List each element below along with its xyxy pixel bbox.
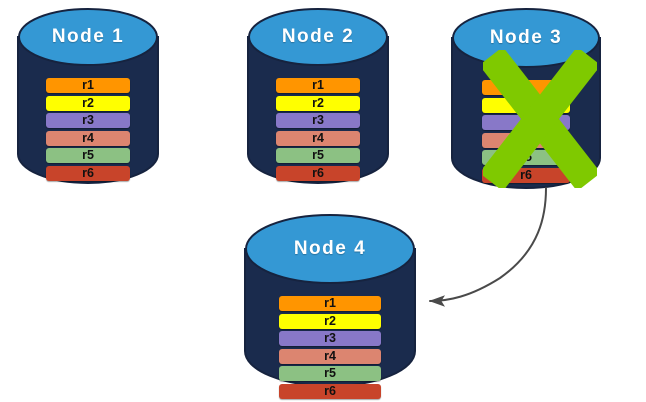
row-label: r4 [312, 130, 324, 145]
row-label: r4 [82, 130, 94, 145]
row-label: r3 [324, 331, 336, 346]
row-label: r1 [312, 78, 324, 93]
row-label: r2 [324, 313, 336, 328]
row-label: r2 [312, 95, 324, 110]
row-bar-r2[interactable]: r2 [46, 95, 130, 111]
row-label: r4 [324, 348, 336, 363]
row-bar-r2[interactable]: r2 [279, 313, 381, 329]
row-bar-r6[interactable]: r6 [276, 165, 360, 181]
row-list: r1 r2 r3 r4 r5 r6 [46, 78, 130, 181]
row-label: r2 [82, 95, 94, 110]
row-bar-r3[interactable]: r3 [276, 113, 360, 128]
row-bar-r4[interactable]: r4 [46, 130, 130, 146]
row-bar-r2[interactable]: r2 [276, 95, 360, 111]
row-label: r3 [82, 113, 94, 128]
row-label: r5 [312, 148, 324, 163]
row-list: r1 r2 r3 r4 r5 r6 [276, 78, 360, 181]
row-label: r5 [82, 148, 94, 163]
row-bar-r5[interactable]: r5 [46, 148, 130, 163]
row-bar-r6[interactable]: r6 [46, 165, 130, 181]
row-bar-r4[interactable]: r4 [279, 348, 381, 364]
row-label: r6 [82, 165, 94, 180]
replication-arrow [429, 187, 547, 307]
row-bar-r1[interactable]: r1 [46, 78, 130, 93]
row-label: r6 [312, 165, 324, 180]
row-bar-r1[interactable]: r1 [279, 296, 381, 311]
cylinder-top-ellipse [18, 8, 158, 66]
row-bar-r1[interactable]: r1 [276, 78, 360, 93]
row-bar-r3[interactable]: r3 [279, 331, 381, 346]
row-bar-r5[interactable]: r5 [279, 366, 381, 381]
row-bar-r4[interactable]: r4 [276, 130, 360, 146]
row-label: r6 [324, 383, 336, 398]
row-label: r3 [312, 113, 324, 128]
row-bar-r6[interactable]: r6 [279, 383, 381, 399]
row-bar-r3[interactable]: r3 [46, 113, 130, 128]
row-label: r1 [324, 296, 336, 311]
row-label: r5 [324, 366, 336, 381]
row-list: r1 r2 r3 r4 r5 r6 [279, 296, 381, 399]
cylinder-top-ellipse [248, 8, 388, 66]
row-label: r1 [82, 78, 94, 93]
row-bar-r5[interactable]: r5 [276, 148, 360, 163]
cylinder-top-ellipse [245, 214, 415, 284]
